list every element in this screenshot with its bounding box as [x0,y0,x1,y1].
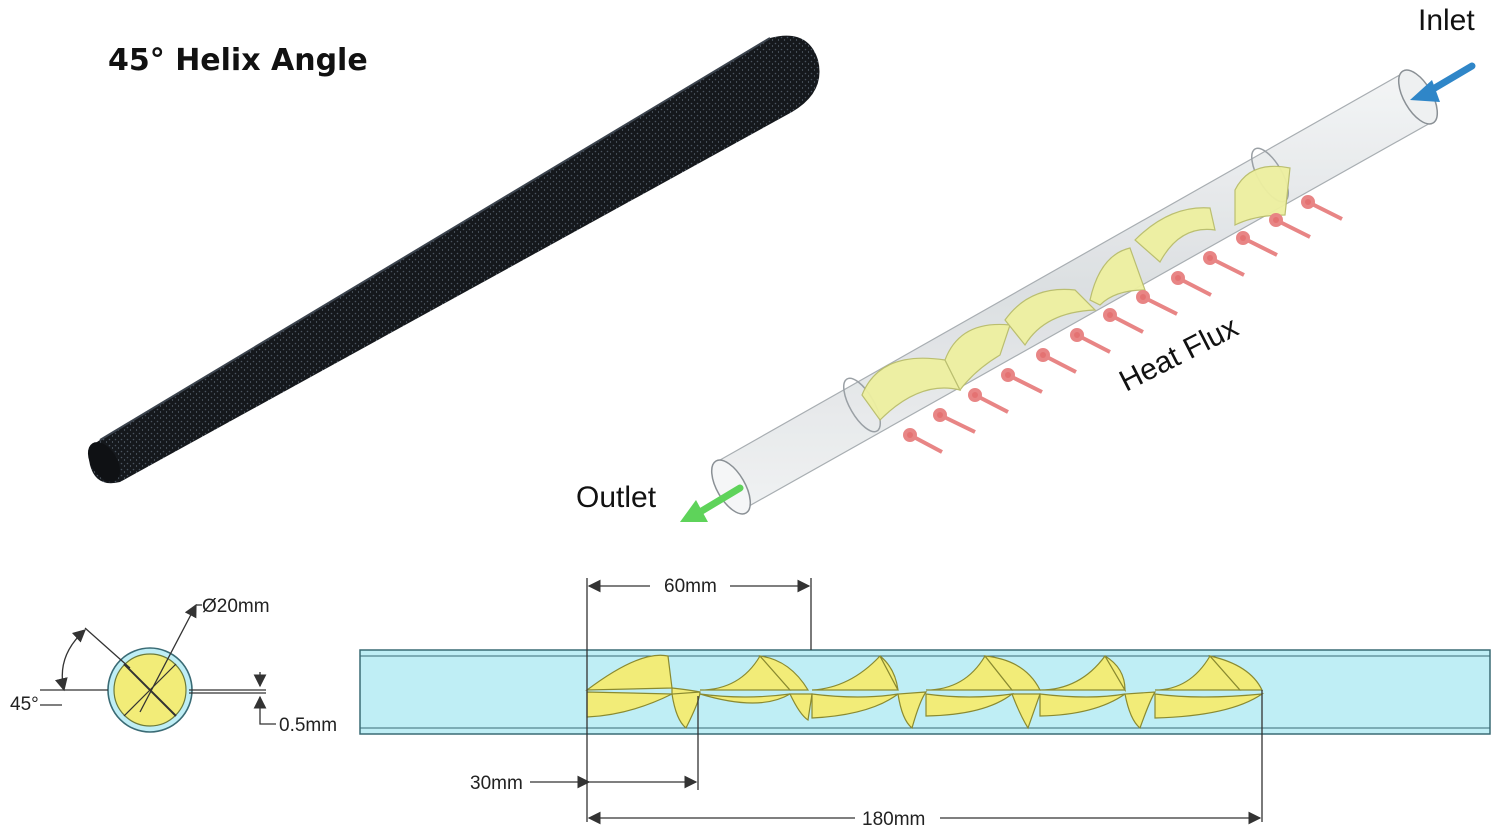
angle-label: 45° [10,694,39,715]
tube-3d-view [680,62,1476,522]
outlet-arrow [680,484,744,522]
pitch-30mm-label: 30mm [470,773,523,794]
cross-section [40,603,276,733]
diagram-title: 45° Helix Angle [108,43,368,78]
helix-insert-3d [861,165,1291,421]
heat-flux-arrows [903,195,1343,454]
twisted-tape-side [585,654,1265,730]
thickness-label: 0.5mm [279,715,337,736]
heat-flux-label: Heat Flux [1114,311,1243,399]
dimension-lines [530,578,1263,825]
meshed-tube [87,35,820,484]
length-180mm-label: 180mm [862,809,925,829]
pitch-60mm-label: 60mm [664,576,717,597]
inlet-label: Inlet [1418,4,1475,37]
outlet-label: Outlet [576,481,657,514]
inlet-arrow [1410,62,1476,102]
diameter-label: Ø20mm [202,596,270,617]
